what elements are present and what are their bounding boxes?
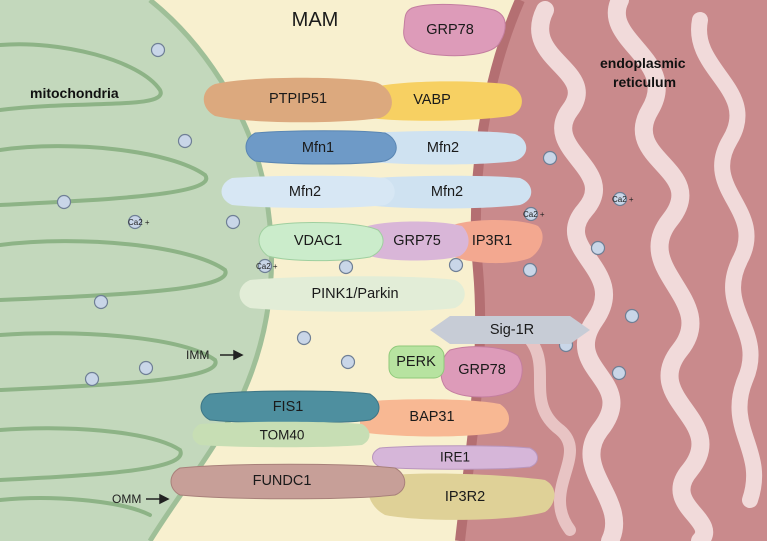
perk-protein: PERK — [388, 345, 445, 379]
omm-label: OMM — [112, 492, 141, 506]
ca-label-er1: Ca2 + — [523, 210, 545, 219]
ip3r1-label: IP3R1 — [472, 233, 512, 249]
grp75-label: GRP75 — [393, 233, 441, 249]
sig1r-protein: Sig-1R — [430, 316, 590, 344]
mfn2-er-top-label: Mfn2 — [427, 140, 459, 156]
tom40-label: TOM40 — [260, 428, 305, 443]
mfn2-er-label: Mfn2 — [431, 184, 463, 200]
fis1-protein: FIS1 — [200, 390, 380, 424]
ire1-label: IRE1 — [440, 450, 470, 465]
pink1-parkin-protein: PINK1/Parkin — [239, 276, 465, 312]
grp78-bottom-label: GRP78 — [458, 362, 506, 378]
ca-label-er2: Ca2 + — [612, 195, 634, 204]
er-label-line1: endoplasmic — [600, 55, 686, 71]
diagram-title: MAM — [292, 9, 339, 31]
vabp-protein: VABP — [370, 81, 522, 121]
mfn2-mito-protein: Mfn2 — [221, 175, 395, 208]
mfn2-mito-label: Mfn2 — [289, 184, 321, 200]
fis1-label: FIS1 — [273, 399, 304, 415]
er-lumen-folds — [514, 0, 763, 541]
tom40-protein: TOM40 — [192, 421, 370, 448]
imm-arrow — [220, 349, 244, 361]
ca-label-cyto: Ca2 + — [256, 262, 278, 271]
perk-label: PERK — [396, 354, 436, 370]
vdac1-protein: VDAC1 — [258, 222, 384, 262]
ca-label-mito: Ca2 + — [128, 218, 150, 227]
mfn1-protein: Mfn1 — [245, 130, 397, 165]
mitochondria-label: mitochondria — [30, 85, 119, 101]
ip3r2-label: IP3R2 — [445, 489, 485, 505]
ptpip51-label: PTPIP51 — [269, 91, 327, 107]
bap31-protein: BAP31 — [360, 399, 509, 437]
sig1r-label: Sig-1R — [490, 322, 534, 338]
ip3r1-protein: IP3R1 — [444, 220, 543, 264]
mfn2-er-top-protein: Mfn2 — [370, 130, 527, 165]
calcium-ions — [56, 42, 640, 387]
mitochondria-cristae — [0, 42, 228, 517]
imm-label: IMM — [186, 348, 209, 362]
omm-arrow — [146, 493, 170, 505]
ire1-protein: IRE1 — [372, 445, 538, 470]
calcium-ions-labeled: Ca2 + Ca2 + Ca2 + Ca2 + — [127, 191, 634, 274]
mfn1-label: Mfn1 — [302, 140, 334, 156]
grp78-top-protein: GRP78 — [403, 3, 506, 57]
vdac1-label: VDAC1 — [294, 233, 342, 249]
mfn2-er-protein: Mfn2 — [375, 175, 532, 209]
grp75-protein: GRP75 — [362, 221, 469, 261]
fundc1-label: FUNDC1 — [253, 473, 312, 489]
pink1-parkin-label: PINK1/Parkin — [311, 286, 398, 302]
ip3r2-protein: IP3R2 — [367, 473, 555, 520]
grp78-top-label: GRP78 — [426, 22, 474, 38]
grp78-bottom-protein: GRP78 — [440, 346, 523, 398]
ptpip51-protein: PTPIP51 — [203, 77, 392, 123]
vabp-label: VABP — [413, 92, 451, 108]
bap31-label: BAP31 — [409, 409, 454, 425]
fundc1-protein: FUNDC1 — [170, 463, 406, 500]
er-label-line2: reticulum — [613, 74, 676, 90]
